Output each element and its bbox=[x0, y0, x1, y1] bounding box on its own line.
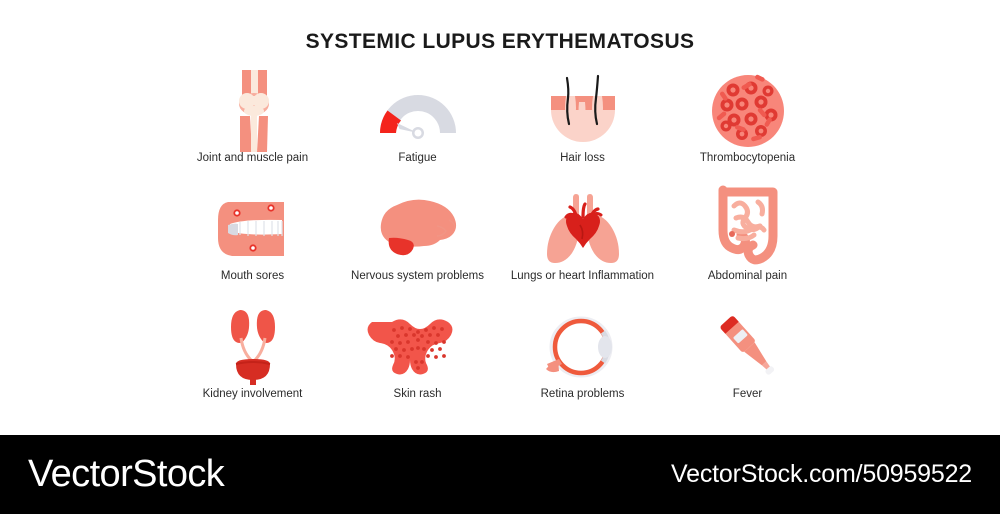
symptom-item-abdominal-pain[interactable]: Abdominal pain bbox=[665, 185, 830, 306]
symptom-item-fever[interactable]: Fever bbox=[665, 306, 830, 424]
symptom-label: Skin rash bbox=[393, 388, 442, 400]
symptom-label: Nervous system problems bbox=[351, 270, 484, 282]
symptom-label: Abdominal pain bbox=[707, 270, 788, 282]
symptom-item-fatigue[interactable]: Fatigue bbox=[335, 70, 500, 188]
symptom-item-retina-problems[interactable]: Retina problems bbox=[500, 306, 665, 424]
page-title: SYSTEMIC LUPUS ERYTHEMATOSUS bbox=[305, 30, 695, 53]
hair-follicle-icon bbox=[500, 70, 665, 152]
symptom-item-hair-loss[interactable]: Hair loss bbox=[500, 70, 665, 188]
symptom-label: Fever bbox=[732, 388, 763, 400]
symptom-grid: Joint and muscle pain Fatigue bbox=[170, 70, 830, 424]
symptom-label: Kidney involvement bbox=[202, 388, 303, 400]
kidneys-bladder-icon bbox=[170, 306, 335, 388]
symptom-item-kidney-involvement[interactable]: Kidney involvement bbox=[170, 306, 335, 424]
lungs-heart-icon bbox=[500, 188, 665, 270]
eye-icon bbox=[500, 306, 665, 388]
symptom-label: Retina problems bbox=[540, 388, 625, 400]
vectorstock-wordmark: VectorStock bbox=[28, 453, 225, 495]
infographic-poster: SYSTEMIC LUPUS ERYTHEMATOSUS bbox=[170, 30, 830, 424]
symptom-label: Joint and muscle pain bbox=[196, 152, 309, 164]
brain-icon bbox=[335, 188, 500, 270]
symptom-item-thrombocytopenia[interactable]: Thrombocytopenia bbox=[665, 70, 830, 188]
symptom-label: Fatigue bbox=[398, 152, 437, 164]
vectorstock-url: VectorStock.com/50959522 bbox=[671, 460, 972, 488]
watermark-footer: VectorStock VectorStock.com/50959522 bbox=[0, 435, 1000, 514]
symptom-label: Hair loss bbox=[560, 152, 605, 164]
symptom-label: Lungs or heart Inflammation bbox=[510, 270, 655, 282]
symptom-item-skin-rash[interactable]: Skin rash bbox=[335, 306, 500, 424]
gauge-meter-icon bbox=[335, 70, 500, 152]
symptom-item-mouth-sores[interactable]: Mouth sores bbox=[170, 188, 335, 306]
symptom-item-nervous-system-problems[interactable]: Nervous system problems bbox=[335, 188, 500, 306]
symptom-item-joint-and-muscle-pain[interactable]: Joint and muscle pain bbox=[170, 70, 335, 188]
mouth-icon bbox=[170, 188, 335, 270]
knee-joint-icon bbox=[170, 70, 335, 152]
butterfly-rash-icon bbox=[335, 306, 500, 388]
intestines-icon bbox=[665, 185, 830, 270]
blood-cells-icon bbox=[665, 70, 830, 152]
symptom-label: Mouth sores bbox=[220, 270, 285, 282]
symptom-label: Thrombocytopenia bbox=[699, 152, 796, 164]
symptom-item-lungs-or-heart-inflammation[interactable]: Lungs or heart Inflammation bbox=[500, 188, 665, 306]
thermometer-icon bbox=[665, 306, 830, 388]
